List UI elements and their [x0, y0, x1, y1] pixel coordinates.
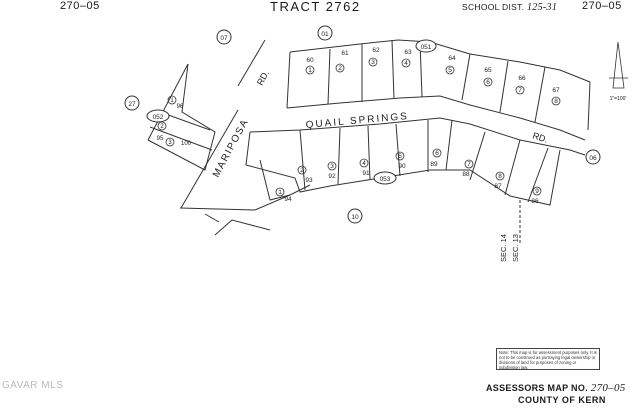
- lot-number: 87: [494, 183, 502, 190]
- road-edge: [214, 219, 271, 236]
- lot-index: 9: [535, 188, 539, 195]
- block-circle-01: [317, 25, 333, 41]
- lot-number: 93: [305, 177, 313, 184]
- lot-number: 66: [518, 75, 526, 82]
- road-edge: [204, 213, 220, 223]
- lot-number: 89: [430, 161, 438, 168]
- lot-number: 60: [306, 57, 314, 64]
- lot-index: 2: [300, 167, 304, 174]
- lot-number: 94: [284, 196, 292, 203]
- lot-index: 1: [170, 98, 174, 104]
- assessors-map-label: ASSESSORS MAP NO.: [486, 383, 588, 393]
- road-edge: [286, 95, 586, 141]
- block-label: 06: [589, 155, 597, 162]
- road-label-quail-rd: RD.: [531, 130, 549, 144]
- block-label: 10: [351, 214, 359, 221]
- lot-number: 86: [531, 198, 539, 205]
- lot-index: 6: [486, 79, 490, 86]
- lot-index: 5: [398, 153, 402, 160]
- block-circle-06: [585, 149, 601, 165]
- lot-number: 88: [462, 171, 470, 178]
- road-label-mariposa-rd: RD.: [255, 69, 271, 87]
- lot-index: 4: [362, 160, 366, 167]
- lot-number: 90: [398, 163, 406, 170]
- block-label: 01: [321, 31, 329, 38]
- road-label-mariposa: MARIPOSA: [211, 117, 251, 179]
- assessors-map-number: ASSESSORS MAP NO. 270–05: [486, 382, 626, 394]
- block-label: 07: [220, 35, 228, 42]
- county-label: COUNTY OF KERN: [518, 395, 606, 405]
- lot-number: 62: [372, 47, 380, 54]
- lot-index: 6: [435, 150, 439, 157]
- school-district: SCHOOL DIST. 125-31: [462, 2, 557, 13]
- lot-index: 2: [338, 65, 342, 72]
- lot-number: 95: [157, 136, 164, 142]
- block-label: 052: [153, 114, 164, 121]
- lot-number: 67: [552, 87, 560, 94]
- lot-index: 2: [160, 124, 164, 130]
- lot-number: 96: [177, 104, 184, 110]
- lot-index: 5: [448, 67, 452, 74]
- lot-index: 8: [498, 173, 502, 180]
- scale-label: 1"=100': [610, 96, 627, 102]
- school-district-label: SCHOOL DIST.: [462, 2, 525, 12]
- oval-label: 051: [421, 44, 432, 51]
- road-edge: [237, 39, 266, 87]
- road-edge: [180, 109, 239, 209]
- block-label: 27: [128, 101, 136, 108]
- lot-index: 1: [308, 67, 312, 74]
- oval-053: [373, 171, 397, 185]
- mls-watermark: GAVAR MLS: [2, 380, 64, 391]
- assessment-note: Note: This map is for assessment purpose…: [496, 348, 600, 370]
- lot-index: 7: [518, 87, 522, 94]
- lot-number: 92: [328, 173, 336, 180]
- lot-number: 100: [181, 141, 192, 147]
- tract-title: TRACT 2762: [270, 0, 361, 14]
- lot-index: 3: [168, 140, 172, 146]
- section-label-14: SEC. 14: [499, 234, 508, 262]
- block-circle-07: [216, 29, 232, 45]
- lot-number: 64: [448, 55, 456, 62]
- lot-index: 4: [404, 60, 408, 67]
- lot-index: 3: [371, 59, 375, 66]
- block-circle-10: [347, 208, 363, 224]
- school-district-value: 125-31: [527, 2, 558, 13]
- oval-label: 053: [380, 176, 391, 183]
- assessors-map-value: 270–05: [590, 382, 626, 394]
- lot-index: 3: [330, 163, 334, 170]
- lot-index: 7: [467, 161, 471, 168]
- road-edge: [147, 63, 189, 141]
- road-label-quail-springs: QUAIL SPRINGS: [305, 111, 409, 131]
- road-edge: [249, 117, 586, 156]
- lot-number: 91: [362, 170, 370, 177]
- lot-number: 65: [484, 67, 492, 74]
- oval-051: [415, 39, 437, 53]
- block-circle-27: [124, 95, 140, 111]
- map-code-left: 270–05: [60, 0, 100, 12]
- lot-index: 8: [554, 98, 558, 105]
- map-code-right: 270–05: [582, 0, 622, 12]
- oval-052: [146, 109, 170, 123]
- lot-number: 61: [341, 50, 349, 57]
- lot-index: 1: [278, 189, 282, 196]
- lot-number: 63: [404, 49, 412, 56]
- section-label-13: SEC. 13: [511, 234, 520, 262]
